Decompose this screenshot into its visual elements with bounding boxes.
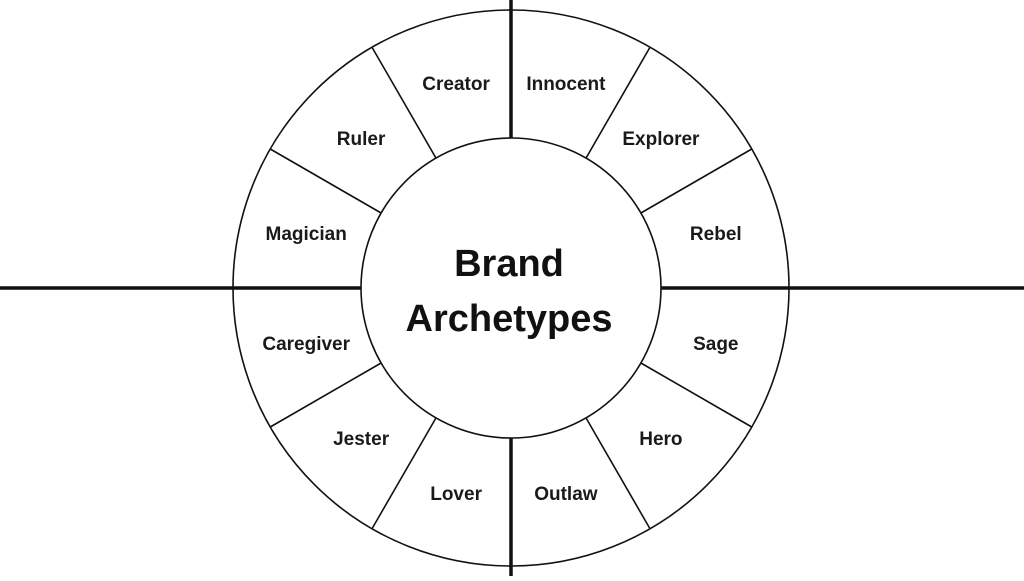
wheel-rings [232,9,790,567]
archetype-label-explorer: Explorer [622,129,700,150]
archetype-label-magician: Magician [266,224,347,245]
segment-divider [371,46,437,159]
archetype-label-ruler: Ruler [337,129,386,150]
segment-divider [269,362,382,428]
segment-divider [640,148,753,214]
segment-divider [585,417,651,530]
inner-circle [360,137,662,439]
archetype-label-caregiver: Caregiver [262,334,350,355]
archetype-label-rebel: Rebel [690,224,742,245]
archetype-label-hero: Hero [639,429,682,450]
segment-divider [269,148,382,214]
archetype-label-outlaw: Outlaw [534,484,598,505]
archetype-label-sage: Sage [693,334,738,355]
archetype-label-lover: Lover [430,484,482,505]
segment-divider [585,46,651,159]
center-title-line-2: Archetypes [406,298,613,340]
segment-divider [640,362,753,428]
archetype-label-innocent: Innocent [526,74,606,95]
segment-divider [371,417,437,530]
archetype-label-jester: Jester [333,429,390,450]
outer-ring [232,9,790,567]
archetype-label-creator: Creator [422,74,490,95]
center-title-line-1: Brand [454,243,564,285]
segment-dividers [269,46,753,530]
